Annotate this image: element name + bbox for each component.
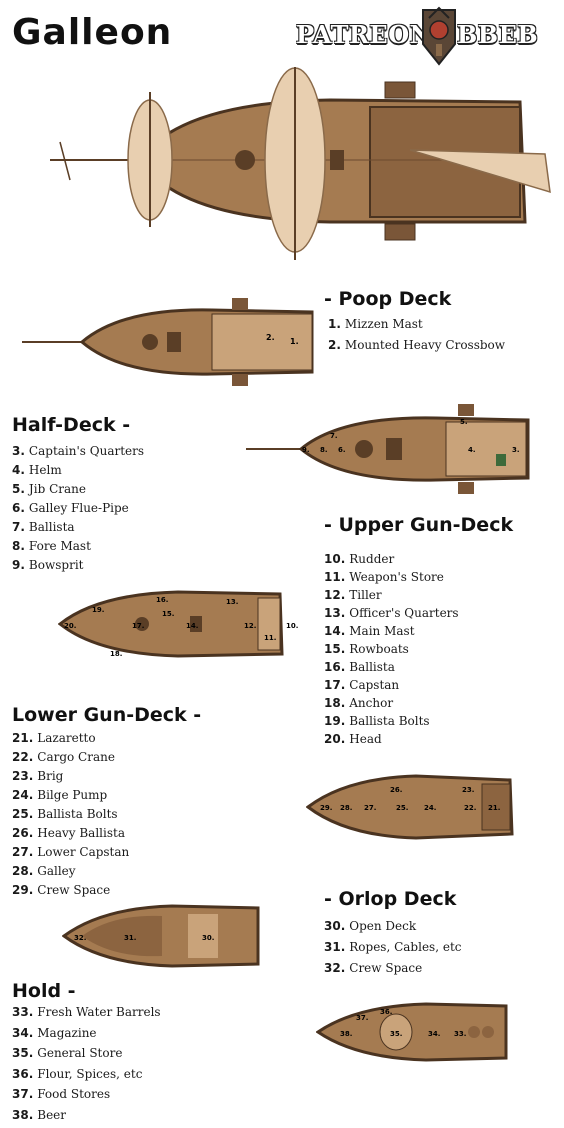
legend-item: 31.Ropes, Cables, etc (324, 940, 462, 954)
legend-item: 30.Open Deck (324, 919, 417, 933)
map-label: 13. (226, 598, 238, 606)
map-label: 32. (74, 934, 86, 942)
legend-item: 36.Flour, Spices, etc (12, 1066, 143, 1081)
legend-item: 38.Beer (12, 1107, 67, 1122)
legend-item: 18.Anchor (324, 696, 394, 710)
legend-item: 26.Heavy Ballista (12, 826, 125, 840)
legend-item: 22.Cargo Crane (12, 750, 115, 764)
legend-item: 15.Rowboats (324, 642, 409, 656)
legend-item: 37.Food Stores (12, 1087, 111, 1101)
orlop-deck-legend: 30.Open Deck 31.Ropes, Cables, etc 32.Cr… (324, 916, 461, 979)
legend-item: 13.Officer's Quarters (324, 606, 459, 620)
legend-item: 17.Capstan (324, 678, 400, 692)
orlop-deck-heading: - Orlop Deck (324, 888, 457, 910)
orlop-deck-map: 32. 31. 30. (62, 904, 260, 968)
legend-item: 4.Helm (12, 463, 62, 477)
map-label: 37. (356, 1014, 368, 1022)
legend-item: 33.Fresh Water Barrels (12, 1005, 161, 1019)
legend-item: 1.Mizzen Mast (328, 317, 423, 331)
map-label: 25. (396, 804, 408, 812)
upper-gun-deck-legend: 10.Rudder 11.Weapon's Store 12.Tiller 13… (324, 550, 459, 748)
map-label: 30. (202, 934, 214, 942)
legend-item: 11.Weapon's Store (324, 570, 444, 584)
hold-map: 37. 36. 38. 35. 34. 33. (316, 1002, 508, 1062)
legend-item: 29.Crew Space (12, 883, 111, 897)
map-label: 14. (186, 622, 198, 630)
legend-item: 23.Brig (12, 769, 64, 783)
map-label: 26. (390, 786, 402, 794)
legend-item: 28.Galley (12, 864, 76, 878)
legend-item: 20.Head (324, 732, 382, 746)
legend-item: 6.Galley Flue-Pipe (12, 501, 129, 515)
legend-item: 2.Mounted Heavy Crossbow (328, 338, 506, 352)
map-label: 4. (468, 446, 476, 454)
map-label: 22. (464, 804, 476, 812)
map-label: 19. (92, 606, 104, 614)
map-label: 16. (156, 596, 168, 604)
map-label: 24. (424, 804, 436, 812)
poop-deck-map: 2. 1. (22, 298, 314, 386)
legend-item: 16.Ballista (324, 660, 395, 674)
galleon-overview-illustration (50, 67, 551, 260)
lower-gun-deck-legend: 21.Lazaretto 22.Cargo Crane 23.Brig 24.B… (12, 729, 129, 900)
lower-gun-deck-heading: Lower Gun-Deck - (12, 704, 202, 726)
crest-logo (422, 6, 456, 66)
map-label: 15. (162, 610, 174, 618)
map-label: 12. (244, 622, 256, 630)
map-label: 28. (340, 804, 352, 812)
map-label: 7. (330, 432, 338, 440)
legend-item: 25.Ballista Bolts (12, 807, 118, 821)
hold-legend: 33.Fresh Water Barrels 34.Magazine 35.Ge… (12, 1002, 161, 1125)
upper-gun-deck-map: 19. 20. 17. 16. 15. 14. 13. 12. 11. 10. … (58, 590, 298, 658)
upper-gun-deck-heading: - Upper Gun-Deck (324, 514, 514, 536)
map-label: 18. (110, 650, 122, 658)
map-label: 29. (320, 804, 332, 812)
map-label: 31. (124, 934, 136, 942)
map-label: 8. (320, 446, 328, 454)
map-label: 10. (286, 622, 298, 630)
map-label: 35. (390, 1030, 402, 1038)
map-label: 11. (264, 634, 276, 642)
legend-item: 7.Ballista (12, 520, 75, 534)
legend-item: 32.Crew Space (324, 961, 423, 975)
legend-item: 8.Fore Mast (12, 539, 91, 553)
map-label: 6. (338, 446, 346, 454)
half-deck-map: 7. 9. 8. 6. 5. 4. 3. (246, 404, 530, 494)
brand-right: BBEB (457, 20, 539, 49)
lower-gun-deck-map: 29. 28. 27. 26. 25. 24. 23. 22. 21. (306, 774, 514, 840)
map-label: 27. (364, 804, 376, 812)
map-label: 21. (488, 804, 500, 812)
legend-item: 3.Captain's Quarters (12, 444, 145, 458)
legend-item: 19.Ballista Bolts (324, 714, 430, 728)
legend-item: 27.Lower Capstan (12, 845, 130, 859)
map-label: 23. (462, 786, 474, 794)
legend-item: 14.Main Mast (324, 624, 415, 638)
legend-item: 12.Tiller (324, 588, 382, 602)
legend-item: 24.Bilge Pump (12, 788, 108, 802)
legend-item: 10.Rudder (324, 552, 395, 566)
legend-item: 35.General Store (12, 1046, 123, 1060)
map-label: 5. (460, 418, 468, 426)
legend-item: 21.Lazaretto (12, 731, 96, 745)
half-deck-legend: 3.Captain's Quarters 4.Helm 5.Jib Crane … (12, 442, 144, 575)
map-label: 20. (64, 622, 76, 630)
legend-item: 9.Bowsprit (12, 558, 84, 572)
map-label: 1. (290, 337, 299, 346)
poop-deck-heading: - Poop Deck (324, 288, 452, 310)
map-label: 17. (132, 622, 144, 630)
map-label: 9. (302, 446, 310, 454)
page-title: Galleon (12, 12, 173, 53)
map-label: 33. (454, 1030, 466, 1038)
half-deck-heading: Half-Deck - (12, 414, 131, 436)
map-label: 3. (512, 446, 520, 454)
map-label: 38. (340, 1030, 352, 1038)
map-label: 34. (428, 1030, 440, 1038)
hold-heading: Hold - (12, 980, 76, 1002)
map-label: 2. (266, 333, 275, 342)
poop-deck-legend: 1.Mizzen Mast 2.Mounted Heavy Crossbow (328, 314, 505, 356)
legend-item: 5.Jib Crane (12, 482, 86, 496)
legend-item: 34.Magazine (12, 1025, 97, 1040)
map-label: 36. (380, 1008, 392, 1016)
brand-left: PATREON (296, 20, 433, 49)
